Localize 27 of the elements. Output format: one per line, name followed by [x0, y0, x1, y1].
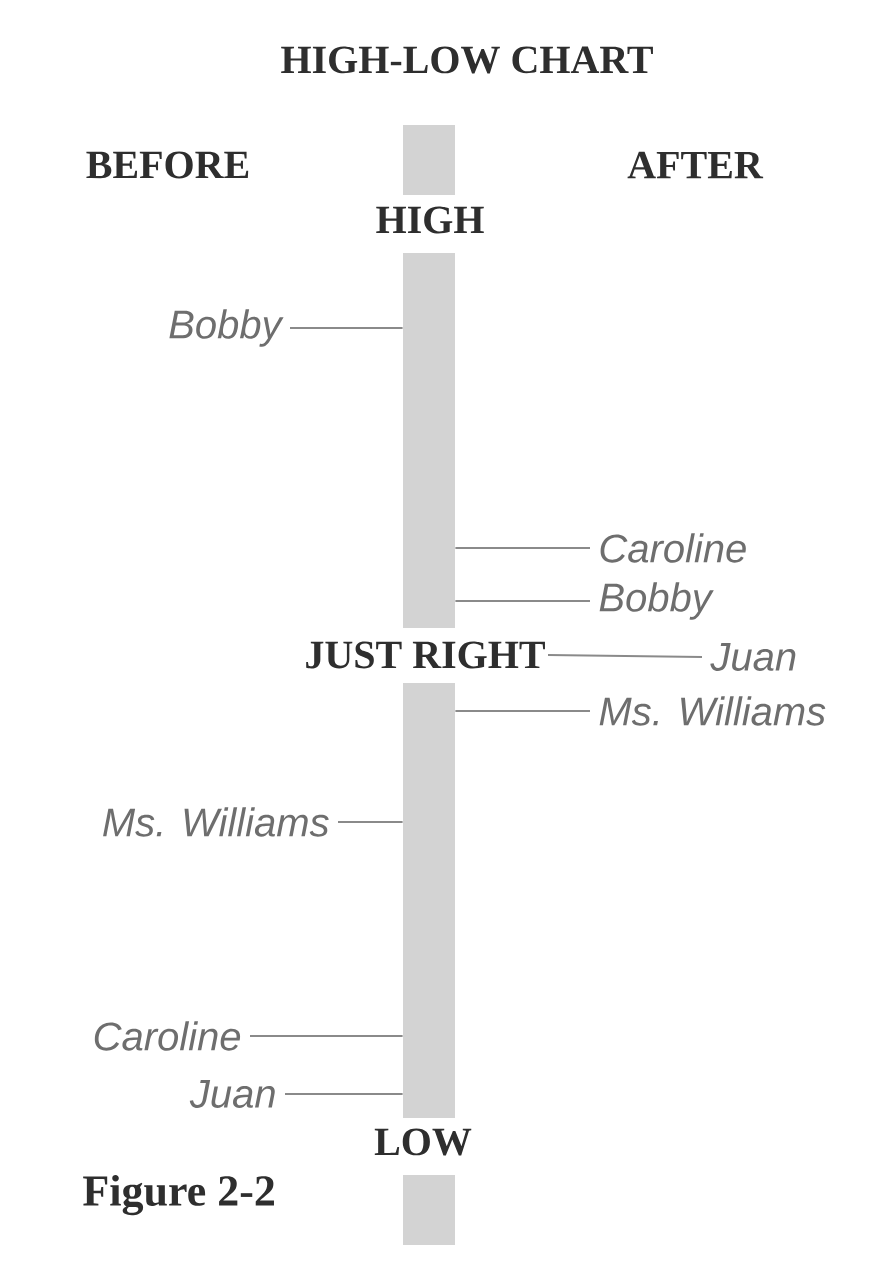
figure-caption: Figure 2-2 [83, 1174, 274, 1216]
chart-title: HIGH-LOW CHART [281, 46, 653, 74]
scale-label: HIGH [376, 206, 484, 234]
leader-line [289, 327, 404, 329]
leader-line [454, 710, 591, 712]
leader-line [454, 600, 591, 602]
person-name: Caroline [600, 533, 746, 563]
bar-segment [403, 253, 455, 628]
leader-line [547, 654, 703, 658]
bar-segment [403, 683, 455, 1118]
person-name: Caroline [94, 1021, 241, 1051]
column-heading: AFTER [627, 151, 764, 179]
person-name: Bobby [599, 582, 714, 620]
scale-label: JUST RIGHT [306, 641, 545, 669]
leader-line [249, 1035, 404, 1037]
person-name: Bobby [169, 309, 284, 347]
person-name: Juan [189, 1080, 275, 1108]
bar-segment [403, 1175, 455, 1245]
person-name: Ms. Williams [103, 807, 329, 837]
leader-line [284, 1093, 404, 1095]
person-name: Juan [710, 643, 796, 671]
person-name: Ms. Williams [599, 696, 826, 726]
column-heading: BEFORE [86, 151, 249, 179]
leader-line [337, 821, 404, 823]
scale-label: LOW [374, 1128, 472, 1156]
bar-segment [403, 125, 455, 195]
leader-line [454, 547, 591, 549]
